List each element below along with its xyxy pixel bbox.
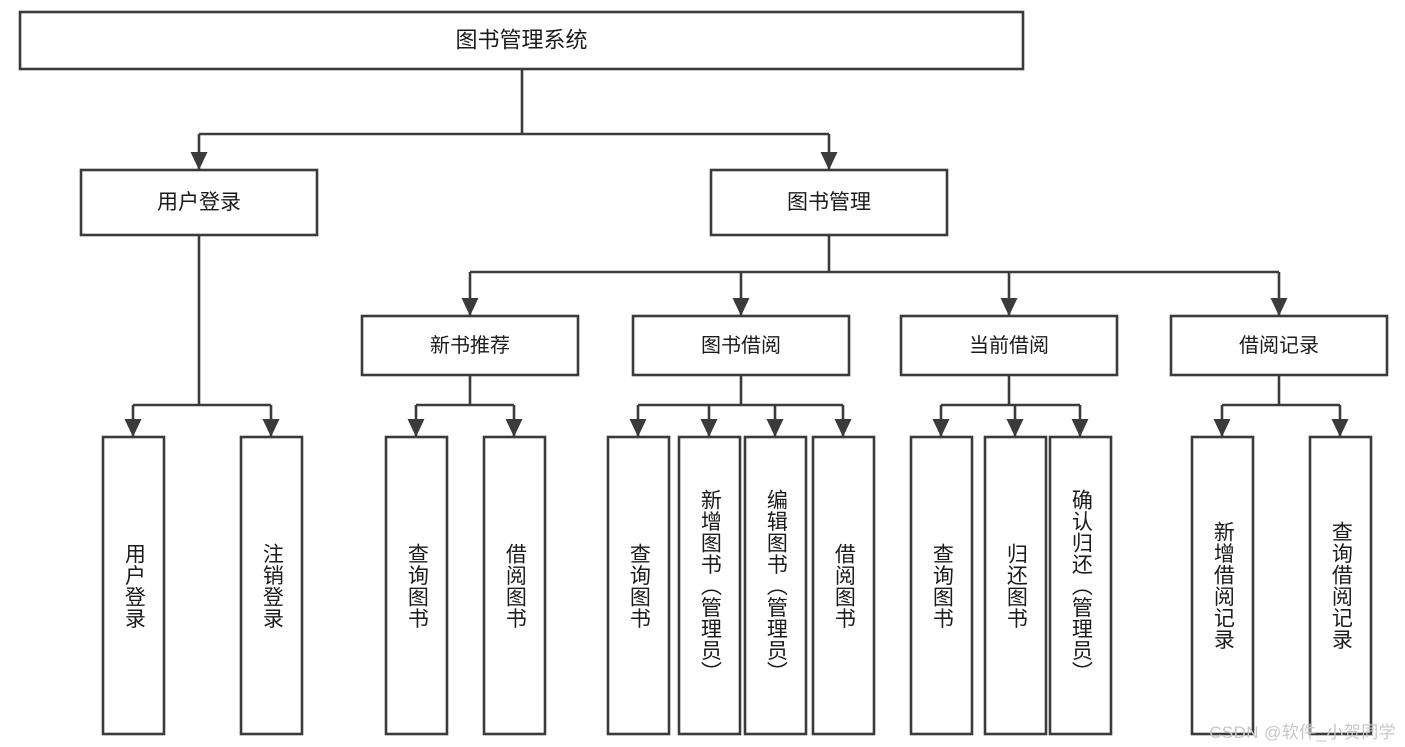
connector-user-login-bus [131,235,273,436]
arrow-head-icon [820,152,838,170]
arrow-head-icon [766,419,784,437]
arrow-head-icon [1071,419,1089,437]
node-root-label: 图书管理系统 [455,27,587,52]
connector-borrow-record-bus [1220,375,1342,436]
node-leaf-return-book-box[interactable] [983,435,1048,736]
connector-root-bus [197,69,831,169]
node-new-book-rec-label: 新书推荐 [430,334,510,357]
node-leaf-edit-book-admin-box[interactable] [743,435,808,736]
node-leaf-confirm-return-admin-box[interactable] [1048,435,1113,736]
connector-book-mgmt-bus [468,235,1281,315]
node-root-box[interactable] [18,10,1025,71]
arrow-head-icon [700,419,718,437]
node-borrow-record-box[interactable] [1169,314,1389,377]
arrow-head-icon [834,419,852,437]
arrow-head-icon [1270,298,1288,316]
node-leaf-logout-login-box[interactable] [239,435,304,736]
node-leaf-borrow-book-box[interactable] [811,435,876,736]
node-book-mgmt-box[interactable] [709,168,949,237]
arrow-head-icon [629,419,647,437]
connector-new-book-rec-bus [414,375,516,436]
arrow-head-icon [1331,419,1349,437]
watermark-text: CSDN @软件_小贺同学 [1209,723,1396,742]
connector-book-borrow-bus [636,375,845,436]
arrow-head-icon [505,419,523,437]
arrow-head-icon [190,152,208,170]
node-leaf-query-book-rec-box[interactable] [384,435,449,736]
arrow-head-icon [407,419,425,437]
node-book-borrow-box[interactable] [631,314,851,377]
node-book-borrow-label: 图书借阅 [701,334,781,357]
node-book-mgmt-label: 图书管理 [787,191,871,214]
arrow-head-icon [1000,298,1018,316]
node-boxes-layer [18,10,1389,736]
node-current-borrow-label: 当前借阅 [969,334,1049,357]
node-leaf-query-book-current-box[interactable] [909,435,974,736]
arrow-head-icon [124,419,142,437]
arrow-head-icon [732,298,750,316]
node-leaf-add-borrow-record-box[interactable] [1190,435,1255,736]
node-leaf-add-book-admin-box[interactable] [677,435,742,736]
node-leaf-query-book-borrow-box[interactable] [606,435,671,736]
node-borrow-record-label: 借阅记录 [1239,334,1319,357]
node-leaf-user-login-box[interactable] [101,435,166,736]
node-current-borrow-box[interactable] [899,314,1119,377]
node-user-login-box[interactable] [79,168,319,237]
arrow-head-icon [262,419,280,437]
node-new-book-rec-box[interactable] [360,314,580,377]
arrow-head-icon [932,419,950,437]
node-leaf-borrow-book-rec-box[interactable] [482,435,547,736]
arrow-head-icon [1006,419,1024,437]
node-user-login-label: 用户登录 [157,191,241,214]
arrow-head-icon [461,298,479,316]
node-leaf-query-borrow-record-box[interactable] [1308,435,1373,736]
connectors-layer [124,69,1349,437]
arrow-head-icon [1213,419,1231,437]
